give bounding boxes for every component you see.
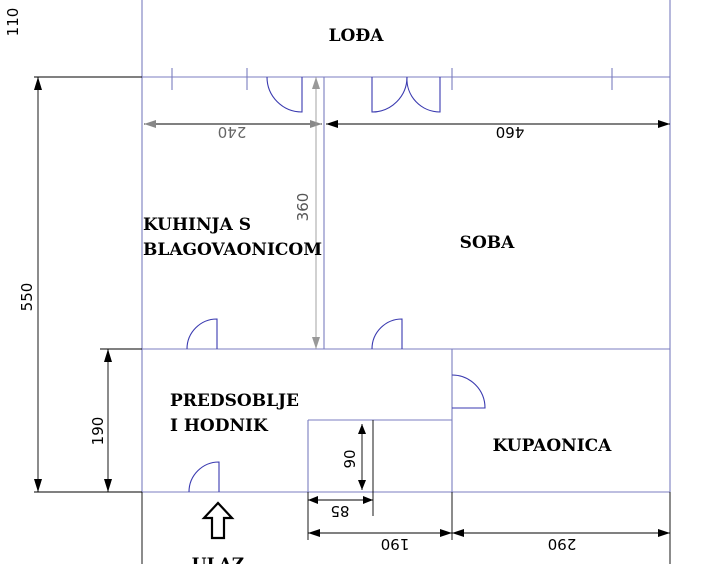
door-kitchen-loggia [266, 76, 303, 113]
dim-360-label: 360 [294, 193, 312, 222]
arrowhead [104, 479, 112, 492]
arrowhead [34, 77, 42, 90]
arrowhead [326, 120, 338, 128]
arrowhead [658, 120, 670, 128]
dim-240-label: 240 [218, 123, 247, 141]
dim-290-label: 290 [548, 535, 577, 553]
door-room-loggia-right [406, 76, 441, 113]
arrowhead [144, 120, 156, 128]
dim-90-label: 90 [341, 449, 359, 468]
arrowhead [104, 349, 112, 362]
arrowhead [440, 529, 452, 537]
room-label-predsoblje-line2: I HODNIK [170, 416, 269, 436]
walls [141, 0, 671, 493]
door-kitchen [186, 318, 218, 350]
arrowhead [312, 77, 320, 89]
dim-190-left-label: 190 [89, 417, 107, 446]
room-label-predsoblje-line1: PREDSOBLJE [170, 391, 299, 411]
dim-190-bottom-label: 190 [381, 535, 410, 553]
arrowhead [312, 337, 320, 349]
dim-110-label: 110 [4, 8, 22, 37]
doors [186, 76, 486, 493]
dimension-lines [34, 76, 671, 564]
room-label-loda: LOĐA [329, 26, 385, 46]
arrowhead [363, 496, 373, 504]
room-label-kuhinja-line1: KUHINJA S [143, 215, 251, 235]
door-bathroom [451, 374, 486, 409]
arrowhead [452, 529, 464, 537]
room-label-soba: SOBA [460, 233, 515, 253]
arrowhead [34, 479, 42, 492]
room-label-kupaonica: KUPAONICA [493, 436, 613, 456]
arrowhead [358, 480, 366, 490]
room-label-ulaz: ULAZ [192, 555, 244, 564]
dim-460-label: 460 [496, 123, 525, 141]
arrowhead [658, 529, 670, 537]
arrowhead [308, 529, 320, 537]
entrance-arrow-icon [201, 501, 235, 540]
room-label-kuhinja-line2: BLAGOVAONICOM [143, 240, 322, 260]
dim-85-label: 85 [330, 502, 349, 520]
door-entrance [188, 461, 220, 493]
dim-550-label: 550 [18, 283, 36, 312]
door-room-loggia-left [371, 76, 408, 113]
arrowhead [308, 496, 318, 504]
arrowhead [358, 424, 366, 434]
door-room [371, 318, 403, 350]
